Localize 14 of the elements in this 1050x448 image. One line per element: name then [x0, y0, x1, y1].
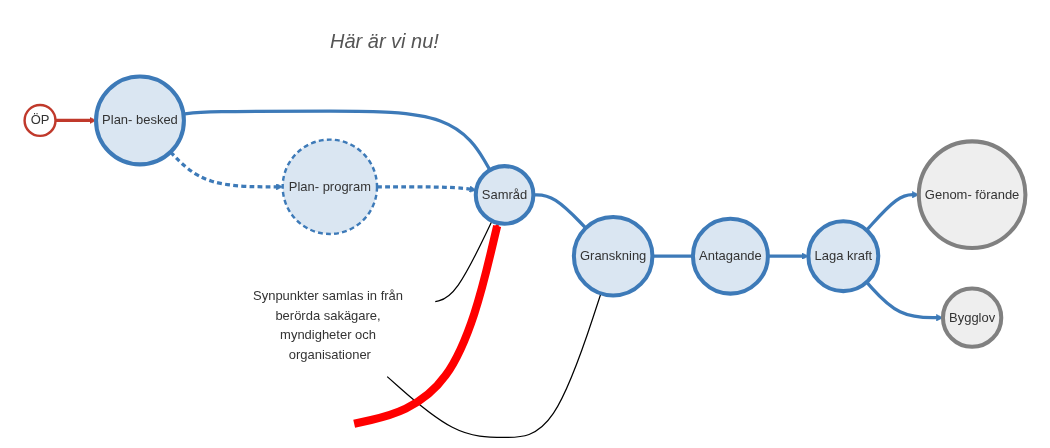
- node-circle: Plan- besked: [94, 74, 186, 167]
- arrow: [865, 281, 944, 322]
- note-text: Här är vi nu!: [330, 30, 439, 53]
- arrow: [169, 150, 283, 191]
- node-circle: Plan- program: [281, 138, 379, 236]
- node-circle: Laga kraft: [806, 219, 881, 294]
- node-circle: Genom- förande: [916, 139, 1028, 250]
- arrow: [353, 222, 502, 428]
- node-circle: Antagande: [690, 216, 770, 296]
- node-circle: Bygglov: [940, 286, 1004, 349]
- node-circle: ÖP: [23, 103, 57, 138]
- node-circle: Samråd: [473, 164, 536, 226]
- node-text: Synpunkter samlas in från berörda sakägare, myndigheter och organisationer: [253, 289, 404, 362]
- node-circle: Granskning: [571, 214, 655, 298]
